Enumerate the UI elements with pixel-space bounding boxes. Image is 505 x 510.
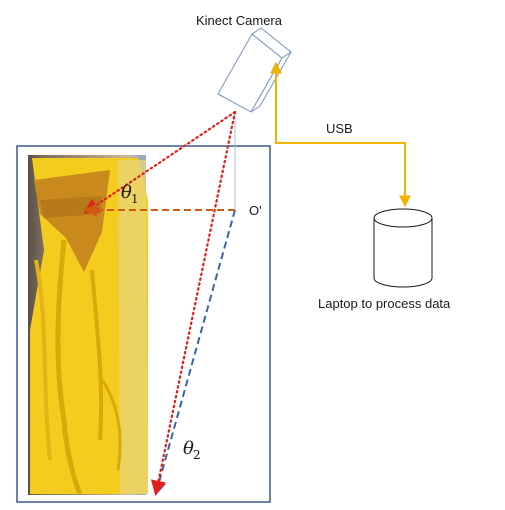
usb-cable <box>275 80 411 208</box>
svg-text:1: 1 <box>131 192 139 206</box>
svg-text:θ: θ <box>121 182 132 203</box>
usb-label: USB <box>326 121 353 136</box>
blue-ray-down <box>152 209 236 496</box>
origin-label: O' <box>249 203 262 218</box>
camera-view-frame <box>16 145 271 503</box>
theta1-label: θ 1 <box>121 182 139 206</box>
kinect-camera-icon <box>217 27 292 113</box>
red-ray-down <box>150 110 237 497</box>
red-ray-to-collar <box>83 110 237 214</box>
yellow-garment-photo <box>28 155 148 495</box>
camera-label: Kinect Camera <box>196 13 283 28</box>
theta2-label: θ 2 <box>183 438 201 462</box>
svg-text:2: 2 <box>193 448 201 462</box>
laptop-label: Laptop to process data <box>318 296 451 311</box>
svg-text:θ: θ <box>183 438 194 459</box>
cylinder-icon <box>373 208 433 288</box>
